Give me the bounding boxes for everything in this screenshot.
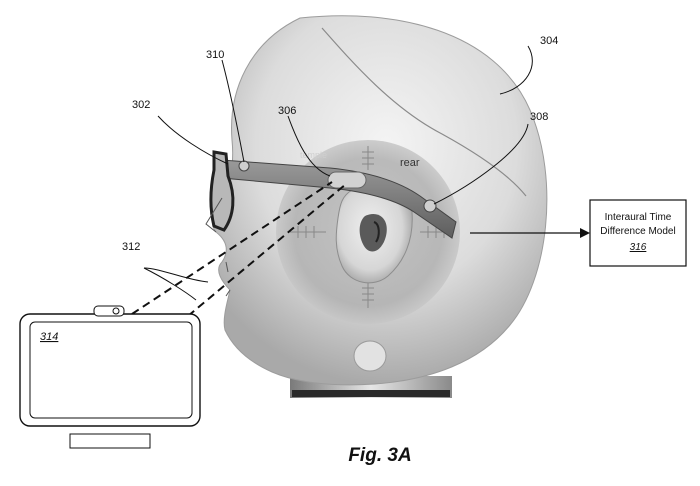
mannequin-chin-button [353,340,387,372]
glasses-sensor-306 [327,171,367,189]
head-label-rear: rear [400,157,420,169]
box-316-line1: Interaural Time [605,212,672,223]
leader-lines [143,45,533,301]
box-316-ref: 316 [630,242,647,253]
glasses-temple-arm [221,159,457,239]
model-box-316 [589,199,687,267]
head-contour-line [321,27,527,197]
ref-312: 312 [122,241,140,253]
glasses-frame [209,150,235,232]
ref-310: 310 [206,49,224,61]
display-stand [69,433,151,449]
ref-304: 304 [540,35,558,47]
figure-caption: Fig. 3A [348,445,411,466]
glasses-sensor-310 [238,160,250,172]
ref-308: 308 [530,111,548,123]
ref-306: 306 [278,105,296,117]
mannequin-ear [335,182,413,284]
mannequin-face [205,197,231,297]
display-device-314 [19,305,201,449]
box-316-line2: Difference Model [600,226,675,237]
sight-lines-312 [131,181,347,317]
head-label-temple: temple [300,150,327,160]
arrow-to-316 [470,228,590,238]
smart-glasses [209,150,457,239]
ref-314: 314 [40,331,58,343]
ref-302: 302 [132,99,150,111]
glasses-sensor-308 [423,199,437,213]
